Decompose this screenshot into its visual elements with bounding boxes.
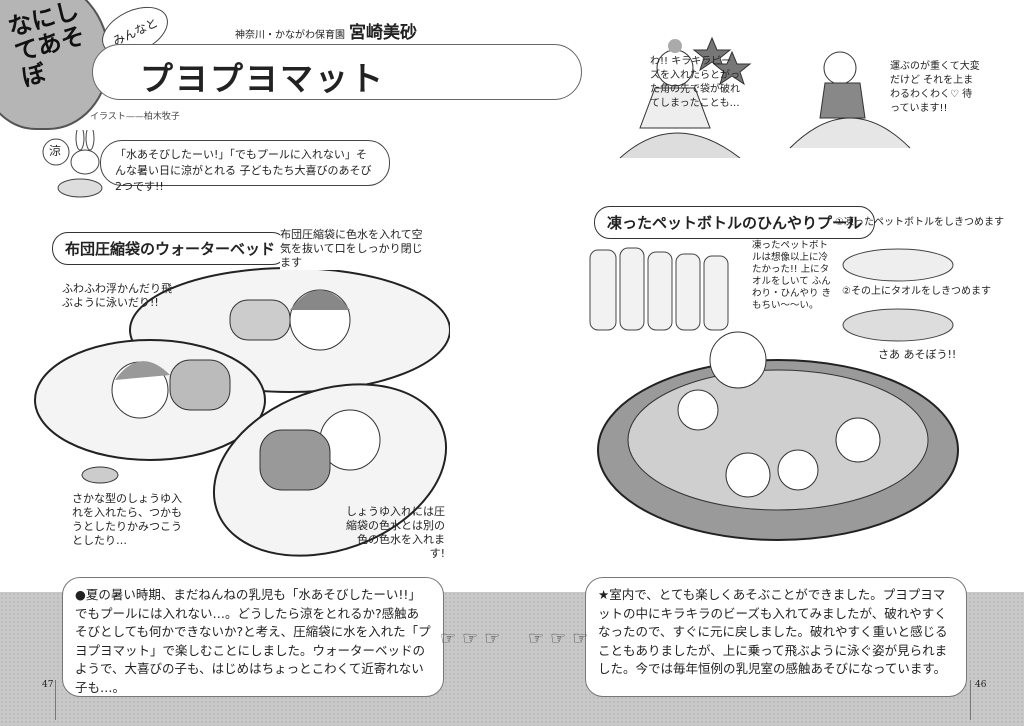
pointing-hand-icon: ☞: [440, 628, 457, 649]
pointing-hand-icon: ☞: [572, 628, 589, 649]
pointing-hand-icon: ☞: [550, 628, 567, 649]
intro-speech: 「水あそびしたーい!」「でもプールに入れない」そんな暑い日に涼がとれる 子どもた…: [100, 140, 390, 193]
note-carry: 運ぶのが重くて大変だけど それを上まわるわくわく♡ 待っています!!: [890, 61, 980, 114]
title-frame: [92, 44, 582, 100]
note-compress: 布団圧縮袋に色水を入れて空気を抜いて口をしっかり閉じます: [280, 228, 425, 270]
pointer-row-left: ☞ ☞ ☞: [440, 628, 500, 649]
note-fish: さかな型のしょうゆ入れを入れたら、つかもうとしたりかみつこうとしたり…: [72, 492, 182, 547]
page-rule-left: [55, 680, 56, 720]
rabbit-illustration: [42, 130, 103, 198]
right-section-heading: 凍ったペットボトルのひんやりプール: [594, 206, 876, 239]
note-bottle: 凍ったペットボトルは想像以上に冷たかった!! 上にタオルをしいて ふんわり・ひん…: [752, 240, 832, 311]
author-name: 宮崎美砂: [349, 23, 417, 43]
series-badge: [0, 0, 110, 130]
left-section-heading: 布団圧縮袋のウォーターベッド: [52, 232, 289, 265]
step-1: ①凍ったペットボトルをしきつめます: [835, 217, 1004, 228]
page-number-left: 47: [42, 680, 54, 690]
note-color-water: しょうゆ入れには圧縮袋の色水とは別の色の色水を入れます!: [346, 505, 445, 560]
pointing-hand-icon: ☞: [528, 628, 545, 649]
intro-badge: 涼: [49, 144, 62, 158]
cta-note: さあ あそぼう!!: [878, 348, 957, 361]
right-comment-text: ★室内で、とても楽しくあそぶことができました。プヨプヨマットの中にキラキラのビー…: [598, 587, 948, 676]
page-title: プヨプヨマット: [140, 59, 385, 98]
left-comment-box: ●夏の暑い時期、まだねんねの乳児も「水あそびしたーい!!」でもプールには入れない…: [62, 577, 444, 697]
author-affiliation: 神奈川・かながわ保育園: [235, 30, 345, 41]
author-line: 神奈川・かながわ保育園宮崎美砂: [235, 18, 417, 43]
illustrator-credit: イラスト——柏木牧子: [90, 112, 180, 122]
top-scenes-illustration: [619, 36, 911, 158]
pool-illustration: [589, 247, 959, 541]
right-comment-box: ★室内で、とても楽しくあそぶことができました。プヨプヨマットの中にキラキラのビー…: [585, 577, 967, 697]
left-comment-text: ●夏の暑い時期、まだねんねの乳児も「水あそびしたーい!!」でもプールには入れない…: [75, 587, 431, 695]
note-float: ふわふわ浮かんだり飛ぶように泳いだり!!: [62, 282, 172, 309]
pointing-hand-icon: ☞: [462, 628, 479, 649]
step-2: ②その上にタオルをしきつめます: [842, 285, 991, 299]
pointer-row-right: ☞ ☞ ☞: [528, 628, 588, 649]
page-rule-right: [970, 680, 971, 720]
note-beads: わ!! キラキラビーズを入れたらとがった角の先で袋が破れてしまったことも…: [650, 56, 740, 109]
pointing-hand-icon: ☞: [484, 628, 501, 649]
page-number-right: 46: [975, 680, 987, 690]
